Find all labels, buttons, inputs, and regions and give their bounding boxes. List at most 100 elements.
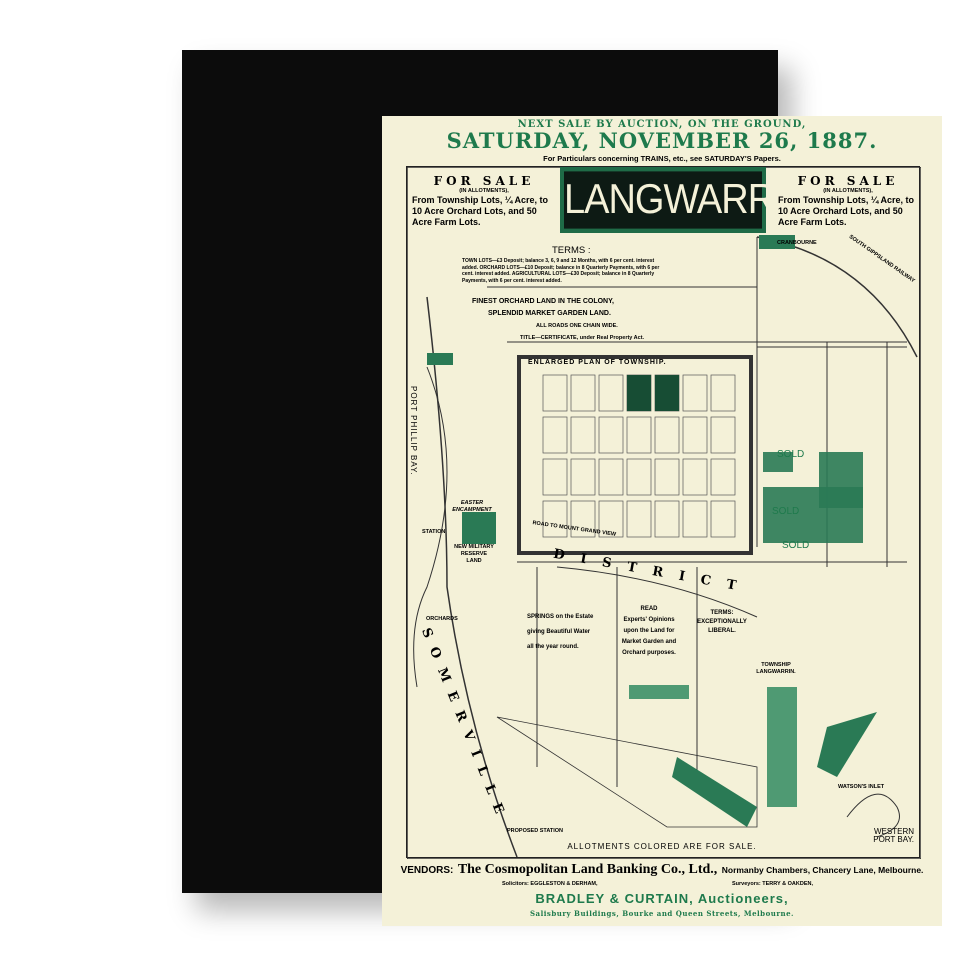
orchards-label: ORCHARDS [426, 616, 458, 622]
township-block [710, 500, 736, 538]
township-block [682, 416, 708, 454]
township-block [542, 374, 568, 412]
read-line: Experts' Opinions [623, 617, 675, 623]
poster: NEXT SALE BY AUCTION, ON THE GROUND, SAT… [382, 116, 942, 926]
for-sale-left: FOR SALE (IN ALLOTMENTS), From Township … [412, 174, 556, 228]
farm-lot-for-sale [763, 452, 793, 472]
township-block [654, 416, 680, 454]
easter-encampment [462, 512, 496, 544]
lots-outline [496, 716, 758, 828]
read-line: upon the Land for [623, 628, 675, 634]
road-mount-grand-view [556, 566, 758, 618]
railway-line [756, 236, 918, 358]
picture-frame: NEXT SALE BY AUCTION, ON THE GROUND, SAT… [182, 50, 942, 926]
sold-label: SOLD [782, 540, 810, 551]
township-block [570, 458, 596, 496]
for-sale-right: FOR SALE (IN ALLOTMENTS), From Township … [778, 174, 918, 228]
township-block [654, 500, 680, 538]
title-certificate: TITLE—CERTIFICATE, under Real Property A… [520, 335, 645, 341]
vendors-label: VENDORS: [400, 865, 454, 876]
sold-label: SOLD [772, 506, 800, 517]
map-drawing [407, 167, 921, 859]
township-block [654, 458, 680, 496]
read-line: Market Garden and [621, 639, 677, 645]
frankston-lot [427, 353, 453, 365]
western-port-label: WESTERN PORT BAY. [873, 827, 914, 844]
cranbourne-lot [759, 235, 795, 249]
sold-label: SOLD [777, 449, 805, 460]
township-block [710, 374, 736, 412]
township-block [682, 500, 708, 538]
township-label: TOWNSHIP LANGWARRIN. [756, 662, 796, 675]
cranbourne-label: CRANBOURNE [777, 240, 817, 246]
vendors-name: The Cosmopolitan Land Banking Co., Ltd., [457, 862, 718, 877]
for-sale-text: From Township Lots, ¼ Acre, to 10 Acre O… [778, 195, 915, 227]
township-block [570, 500, 596, 538]
for-sale-sub: (IN ALLOTMENTS), [459, 188, 509, 194]
township-block [542, 500, 568, 538]
vendors-line: VENDORS: The Cosmopolitan Land Banking C… [382, 860, 942, 878]
for-sale-heading: FOR SALE [797, 174, 899, 188]
springs-note: SPRINGS on the Estate giving Beautiful Wa… [527, 610, 593, 655]
orchard-lots-for-sale [817, 712, 877, 777]
orchard-lots-for-sale [672, 757, 757, 827]
township-block [626, 500, 652, 538]
township-block [710, 458, 736, 496]
township-plan-border [517, 355, 753, 555]
township-block [598, 458, 624, 496]
vendors-address: Normanby Chambers, Chancery Lane, Melbou… [721, 865, 924, 875]
for-sale-sub: (IN ALLOTMENTS), [823, 188, 873, 194]
liberal-line: LIBERAL. [708, 628, 736, 634]
terms-text: TOWN LOTS—£3 Deposit; balance 3, 6, 9 an… [462, 258, 660, 284]
particulars: For Particulars concerning TRAINS, etc.,… [543, 154, 781, 163]
auction-line: NEXT SALE BY AUCTION, ON THE GROUND, [517, 119, 807, 130]
auctioneers: BRADLEY & CURTAIN, Auctioneers, [535, 891, 789, 906]
township-block [682, 458, 708, 496]
for-sale-text: From Township Lots, ¼ Acre, to 10 Acre O… [412, 195, 549, 227]
springs-line: giving Beautiful Water [527, 629, 591, 635]
colored-note: ALLOTMENTS COLORED ARE FOR SALE. [567, 842, 757, 851]
for-sale-heading: FOR SALE [433, 174, 535, 188]
orchard-lots-for-sale [767, 687, 797, 807]
easter-label: EASTER ENCAMPMENT [452, 500, 492, 513]
farm-lot-for-sale [763, 487, 863, 543]
township-block [542, 458, 568, 496]
township-block-sold [655, 375, 679, 411]
read-line: Orchard purposes. [622, 650, 676, 656]
township-block [626, 416, 652, 454]
railway-line [426, 296, 518, 858]
coastline [413, 366, 448, 688]
township-block [710, 416, 736, 454]
springs-line: all the year round. [527, 644, 579, 650]
terms-heading: TERMS : [552, 245, 591, 256]
township-block-sold [627, 375, 651, 411]
auctioneers-address: Salisbury Buildings, Bourke and Queen St… [530, 909, 794, 918]
surveyors: Surveyors: TERRY & OAKDEN, [732, 881, 813, 887]
watsons-inlet [846, 793, 900, 838]
roads-note: ALL ROADS ONE CHAIN WIDE. [536, 323, 618, 329]
township-block [626, 458, 652, 496]
solicitors: Solicitors: EGGLESTON & DERHAM, [502, 881, 598, 887]
finest-land: FINEST ORCHARD LAND IN THE COLONY, [472, 298, 614, 305]
springs-line: SPRINGS on the Estate [527, 614, 594, 620]
liberal-line: EXCEPTIONALLY [697, 619, 747, 625]
watsons-inlet-label: WATSON'S INLET [838, 784, 885, 790]
enlarged-plan-label: ENLARGED PLAN OF TOWNSHIP. [528, 359, 667, 366]
township-block [542, 416, 568, 454]
military-label: NEW MILITARY RESERVE LAND [454, 544, 494, 564]
township-block [682, 374, 708, 412]
township-block [570, 416, 596, 454]
proposed-station-label: PROPOSED STATION [507, 828, 564, 834]
map-box [406, 166, 921, 859]
title-langwarrin: LANGWARRIN [560, 167, 811, 233]
township-block [598, 416, 624, 454]
township-block [598, 500, 624, 538]
market-garden: SPLENDID MARKET GARDEN LAND. [488, 310, 611, 317]
township-block [598, 374, 624, 412]
terms-liberal: TERMS: EXCEPTIONALLY LIBERAL. [692, 609, 752, 636]
township-block [570, 374, 596, 412]
auction-date: SATURDAY, NOVEMBER 26, 1887. [446, 128, 878, 153]
station-label: STATION [422, 529, 446, 535]
liberal-line: TERMS: [710, 610, 734, 616]
